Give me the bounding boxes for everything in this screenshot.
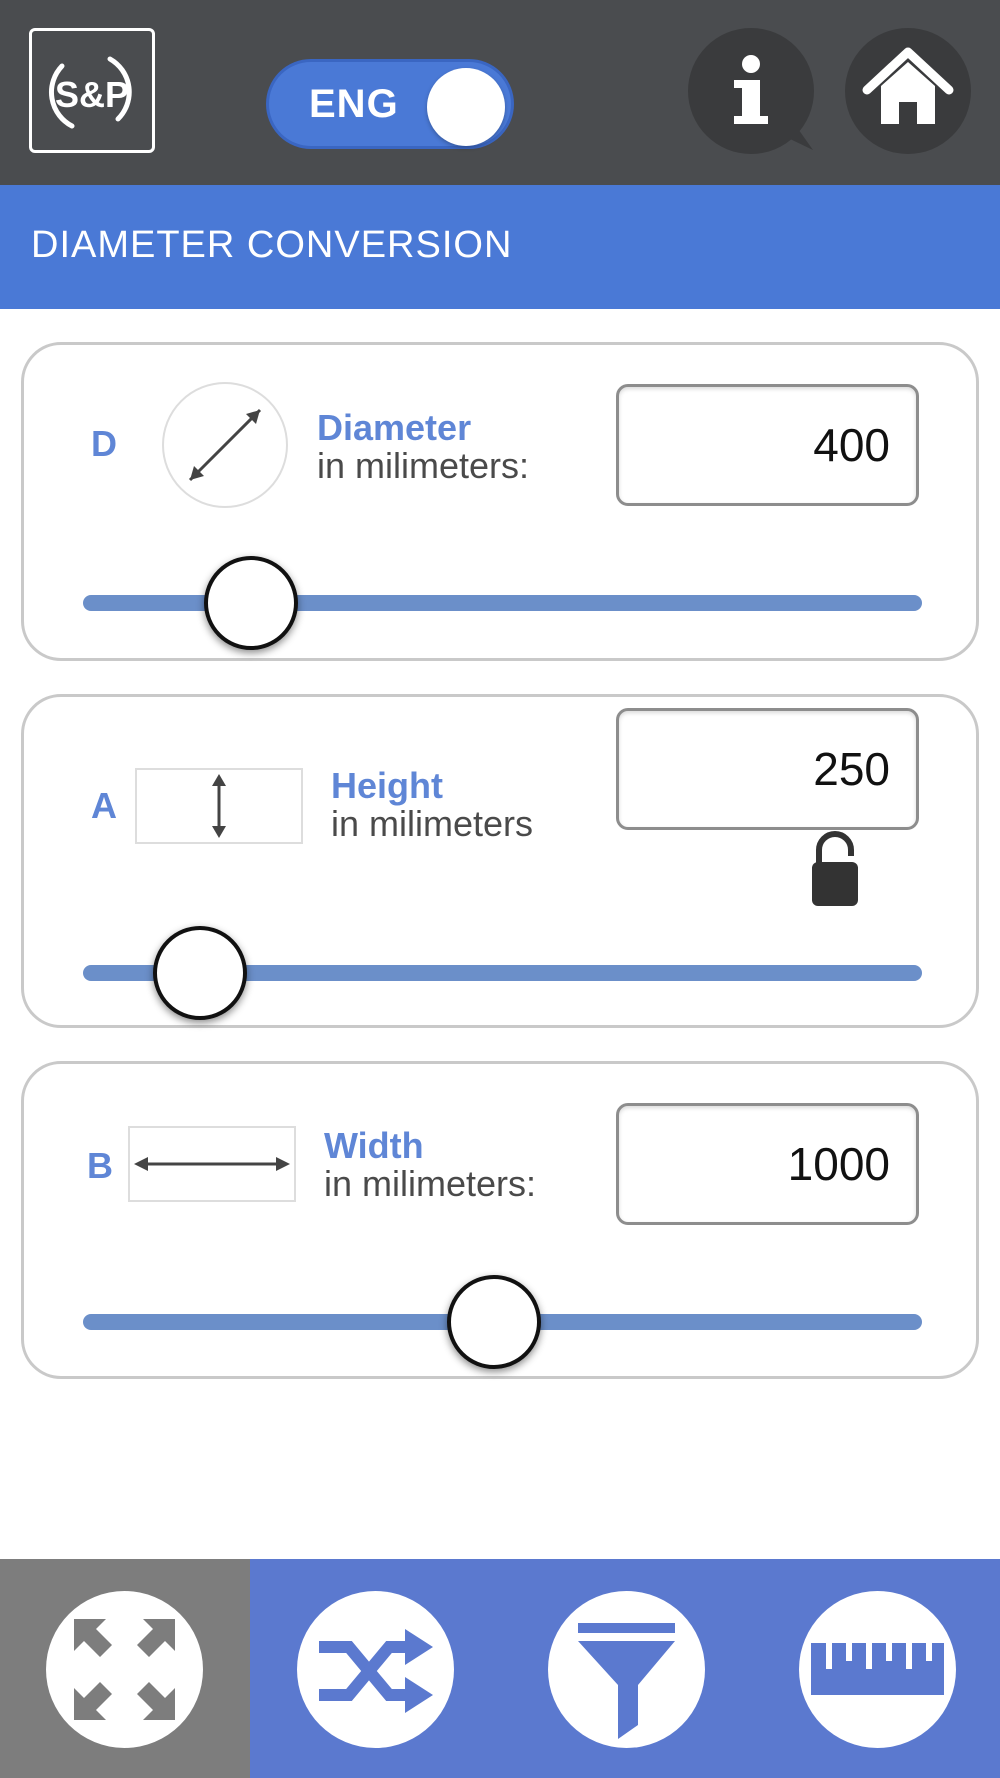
bottom-nav bbox=[0, 1559, 1000, 1778]
expand-arrows-icon bbox=[74, 1619, 175, 1720]
height-slider-thumb[interactable] bbox=[153, 926, 248, 1020]
horizontal-arrow-icon bbox=[128, 1126, 296, 1207]
page-title: DIAMETER CONVERSION bbox=[31, 224, 513, 266]
home-button[interactable] bbox=[845, 28, 971, 154]
nav-filter-button[interactable] bbox=[548, 1591, 705, 1748]
ruler-icon bbox=[811, 1643, 944, 1695]
logo-text: S&P bbox=[55, 74, 129, 115]
nav-expand-button[interactable] bbox=[46, 1591, 203, 1748]
sp-logo[interactable]: S&P bbox=[29, 28, 155, 153]
width-letter: B bbox=[87, 1145, 113, 1186]
shuffle-icon bbox=[319, 1629, 433, 1713]
nav-shuffle-button[interactable] bbox=[297, 1591, 454, 1748]
toggle-knob[interactable] bbox=[427, 68, 505, 146]
diameter-sublabel: in milimeters: bbox=[317, 445, 530, 486]
top-header: S&P ENG bbox=[0, 0, 1000, 185]
height-letter: A bbox=[91, 785, 117, 826]
width-input[interactable]: 1000 bbox=[616, 1103, 919, 1225]
language-toggle[interactable]: ENG bbox=[266, 59, 514, 149]
width-card: B Width in milimeters: 1000 bbox=[21, 1061, 979, 1379]
height-card: A Height in milimeters 250 bbox=[21, 694, 979, 1028]
diameter-letter: D bbox=[91, 423, 117, 464]
info-icon bbox=[734, 55, 813, 150]
width-label: Width bbox=[324, 1125, 424, 1166]
sp-logo-icon: S&P bbox=[48, 56, 132, 129]
nav-ruler-button[interactable] bbox=[799, 1591, 956, 1748]
filter-icon bbox=[578, 1623, 675, 1739]
diagonal-arrow-icon bbox=[160, 380, 290, 515]
diameter-slider-thumb[interactable] bbox=[203, 556, 298, 650]
vertical-arrow-icon bbox=[135, 768, 303, 849]
title-bar: DIAMETER CONVERSION bbox=[0, 185, 1000, 309]
info-button[interactable] bbox=[688, 28, 814, 154]
diameter-label: Diameter bbox=[317, 407, 472, 448]
width-sublabel: in milimeters: bbox=[324, 1163, 537, 1204]
height-slider-track[interactable] bbox=[83, 965, 922, 981]
height-sublabel: in milimeters bbox=[331, 803, 534, 844]
height-input[interactable]: 250 bbox=[616, 708, 919, 830]
home-icon bbox=[862, 47, 954, 124]
width-slider-thumb[interactable] bbox=[447, 1275, 542, 1369]
lock-icon[interactable] bbox=[810, 830, 860, 915]
diameter-input[interactable]: 400 bbox=[616, 384, 919, 506]
height-label: Height bbox=[331, 765, 443, 806]
diameter-card: D Diameter in milimeters: 400 bbox=[21, 342, 979, 661]
language-label: ENG bbox=[309, 82, 399, 126]
